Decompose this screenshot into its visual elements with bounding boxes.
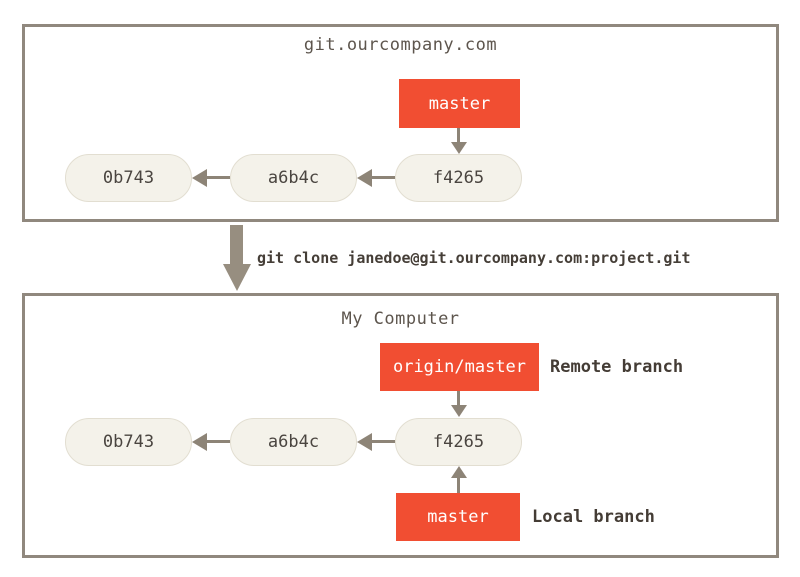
commit-label: f4265	[432, 168, 485, 188]
remote-repo-title: git.ourcompany.com	[303, 35, 498, 55]
arrow-down-icon	[451, 405, 467, 417]
arrow-left-icon	[357, 433, 372, 451]
origin-master-branch-label: origin/master	[380, 343, 539, 391]
commit-label: 0b743	[102, 168, 155, 188]
commit-label: a6b4c	[267, 168, 320, 188]
commit-label: 0b743	[102, 432, 155, 452]
local-master-branch-label: master	[396, 493, 520, 541]
arrow-down-icon	[451, 142, 467, 154]
arrow-shaft	[457, 477, 460, 493]
remote-master-branch-label: master	[399, 79, 520, 128]
local-repo-title: My Computer	[341, 309, 460, 329]
remote-branch-annotation: Remote branch	[550, 357, 684, 377]
remote-repo-box	[22, 24, 779, 222]
arrow-up-icon	[451, 466, 467, 478]
local-commit-f4265: f4265	[395, 418, 522, 466]
remote-commit-a6b4c: a6b4c	[230, 154, 357, 202]
arrow-left-icon	[357, 169, 372, 187]
arrow-shaft	[206, 440, 230, 443]
arrow-shaft	[230, 225, 243, 266]
clone-command-text: git clone janedoe@git.ourcompany.com:pro…	[257, 249, 691, 267]
local-commit-0b743: 0b743	[65, 418, 192, 466]
remote-master-branch-text: master	[428, 93, 491, 114]
arrow-shaft	[371, 176, 395, 179]
arrow-shaft	[206, 176, 230, 179]
local-repo-box	[22, 293, 779, 558]
arrow-left-icon	[192, 433, 207, 451]
remote-commit-0b743: 0b743	[65, 154, 192, 202]
local-commit-a6b4c: a6b4c	[230, 418, 357, 466]
arrow-shaft	[371, 440, 395, 443]
arrow-shaft	[457, 391, 460, 406]
local-branch-annotation: Local branch	[532, 507, 655, 527]
commit-label: f4265	[432, 432, 485, 452]
remote-commit-f4265: f4265	[395, 154, 522, 202]
arrow-shaft	[457, 128, 460, 143]
origin-master-branch-text: origin/master	[392, 357, 527, 377]
local-master-branch-text: master	[427, 507, 489, 527]
arrow-down-icon	[223, 264, 251, 291]
commit-label: a6b4c	[267, 432, 320, 452]
arrow-left-icon	[192, 169, 207, 187]
